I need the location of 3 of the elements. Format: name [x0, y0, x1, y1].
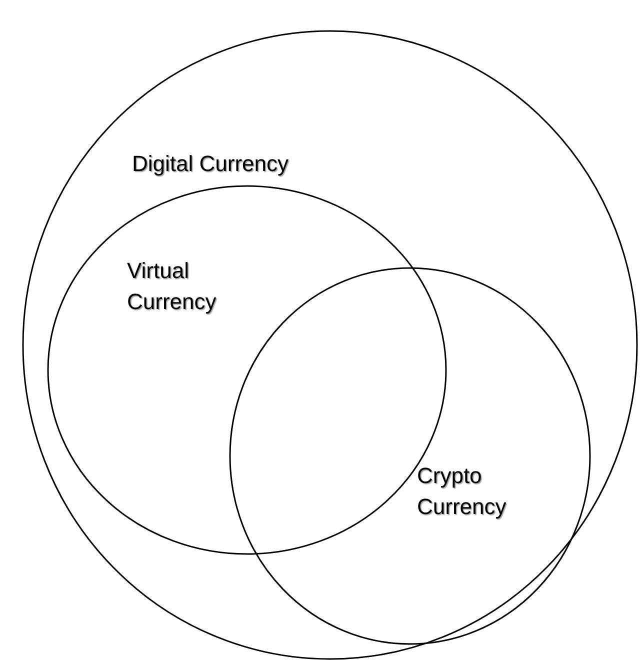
- set-label: Crypto Currency: [417, 462, 508, 521]
- set-label: Virtual Currency: [127, 257, 218, 316]
- set-label: Digital Currency: [132, 150, 290, 178]
